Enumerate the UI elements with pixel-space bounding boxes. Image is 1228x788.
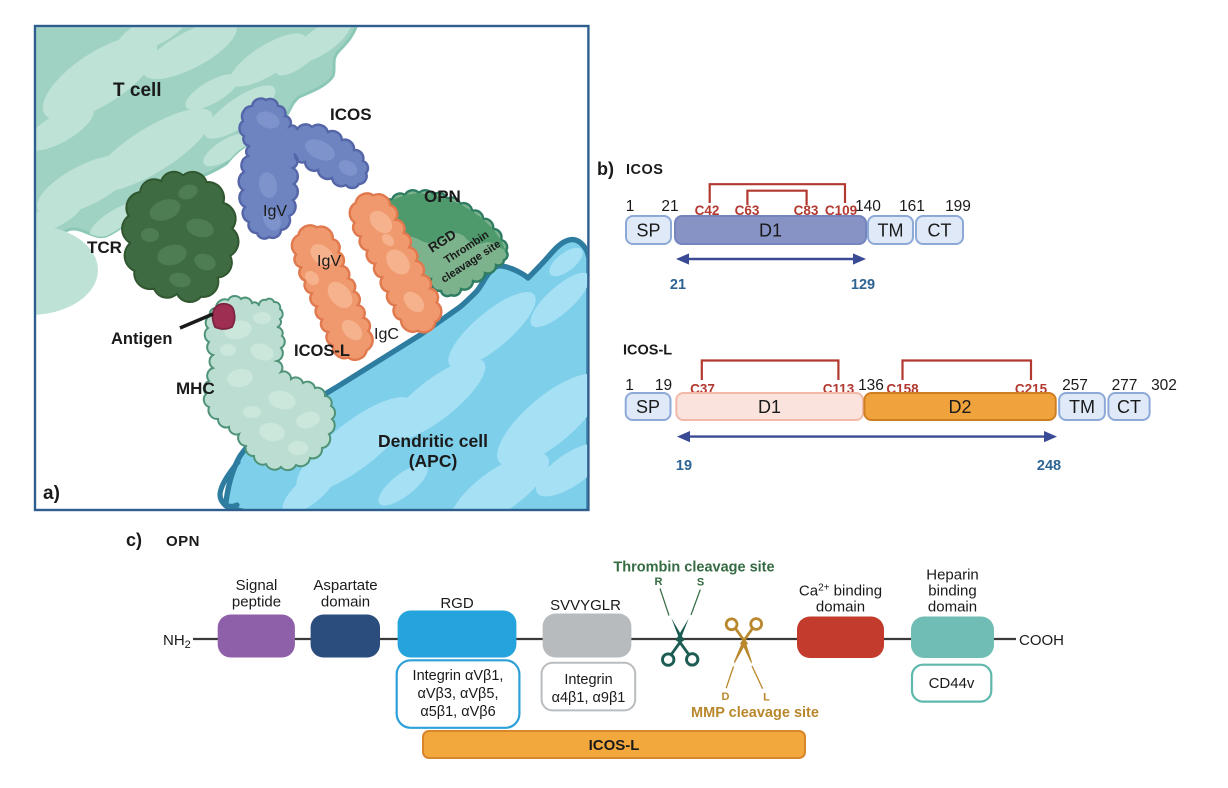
svg-text:C109: C109 — [825, 203, 857, 218]
svg-text:T cell: T cell — [113, 80, 162, 101]
svg-text:Dendritic cell: Dendritic cell — [378, 431, 488, 451]
svg-text:C42: C42 — [695, 203, 720, 218]
svg-text:b): b) — [597, 159, 614, 179]
svg-text:SP: SP — [636, 397, 660, 417]
svg-text:OPN: OPN — [424, 187, 461, 206]
svg-text:C63: C63 — [735, 203, 760, 218]
svg-text:D1: D1 — [758, 397, 781, 417]
svg-text:257: 257 — [1062, 377, 1088, 394]
svg-text:ICOS-L: ICOS-L — [589, 737, 640, 754]
svg-text:277: 277 — [1112, 377, 1138, 394]
svg-text:domain: domain — [816, 599, 865, 616]
svg-text:TM: TM — [1069, 397, 1095, 417]
svg-text:c): c) — [126, 530, 142, 550]
svg-text:D: D — [722, 691, 730, 703]
svg-text:21: 21 — [661, 198, 678, 215]
svg-text:binding: binding — [928, 583, 976, 600]
svg-text:MHC: MHC — [176, 379, 215, 398]
svg-text:ICOS: ICOS — [626, 162, 663, 178]
svg-text:αVβ3, αVβ5,: αVβ3, αVβ5, — [417, 686, 498, 702]
svg-text:ICOS-L: ICOS-L — [294, 342, 350, 360]
svg-text:Integrin: Integrin — [564, 672, 612, 688]
svg-text:19: 19 — [655, 377, 672, 394]
svg-text:Aspartate: Aspartate — [313, 577, 377, 594]
svg-text:302: 302 — [1151, 377, 1177, 394]
svg-text:L: L — [763, 692, 770, 704]
svg-text:a): a) — [43, 483, 60, 504]
svg-text:ICOS-L: ICOS-L — [623, 343, 672, 359]
svg-text:248: 248 — [1037, 458, 1061, 474]
svg-text:136: 136 — [858, 377, 884, 394]
svg-text:(APC): (APC) — [409, 451, 458, 471]
svg-text:R: R — [655, 576, 663, 588]
svg-text:C83: C83 — [794, 203, 819, 218]
svg-text:TM: TM — [878, 221, 904, 241]
svg-text:1: 1 — [626, 198, 635, 215]
svg-text:CT: CT — [928, 221, 952, 241]
svg-text:Antigen: Antigen — [111, 330, 172, 348]
svg-text:199: 199 — [945, 198, 971, 215]
svg-text:CT: CT — [1117, 397, 1141, 417]
svg-text:Heparin: Heparin — [926, 567, 979, 584]
svg-text:domain: domain — [928, 599, 977, 616]
svg-text:S: S — [697, 577, 704, 589]
svg-text:D2: D2 — [948, 397, 971, 417]
svg-text:IgV: IgV — [263, 203, 287, 220]
svg-text:domain: domain — [321, 594, 370, 611]
svg-text:D1: D1 — [759, 221, 782, 241]
svg-text:21: 21 — [670, 277, 686, 293]
svg-text:Ca2+ binding: Ca2+ binding — [799, 583, 882, 600]
svg-text:Thrombin cleavage site: Thrombin cleavage site — [613, 560, 774, 576]
svg-text:Signal: Signal — [236, 577, 278, 594]
svg-text:NH2: NH2 — [163, 632, 191, 651]
svg-text:MMP cleavage site: MMP cleavage site — [691, 705, 819, 721]
svg-text:COOH: COOH — [1019, 632, 1064, 649]
svg-text:SP: SP — [636, 221, 660, 241]
svg-text:IgC: IgC — [374, 326, 399, 343]
svg-text:OPN: OPN — [166, 533, 200, 550]
svg-text:α5β1, αVβ6: α5β1, αVβ6 — [420, 704, 495, 720]
svg-text:161: 161 — [899, 198, 925, 215]
svg-text:TCR: TCR — [87, 238, 122, 257]
svg-text:IgV: IgV — [317, 253, 341, 270]
svg-text:CD44v: CD44v — [929, 675, 975, 692]
svg-text:Integrin αVβ1,: Integrin αVβ1, — [413, 668, 504, 684]
svg-text:1: 1 — [625, 377, 634, 394]
svg-text:140: 140 — [855, 198, 881, 215]
svg-text:RGD: RGD — [440, 595, 474, 612]
svg-text:peptide: peptide — [232, 594, 281, 611]
svg-text:ICOS: ICOS — [330, 105, 372, 124]
svg-text:129: 129 — [851, 277, 875, 293]
svg-text:SVVYGLR: SVVYGLR — [550, 597, 621, 614]
svg-text:α4β1, α9β1: α4β1, α9β1 — [552, 690, 626, 706]
svg-text:19: 19 — [676, 458, 692, 474]
